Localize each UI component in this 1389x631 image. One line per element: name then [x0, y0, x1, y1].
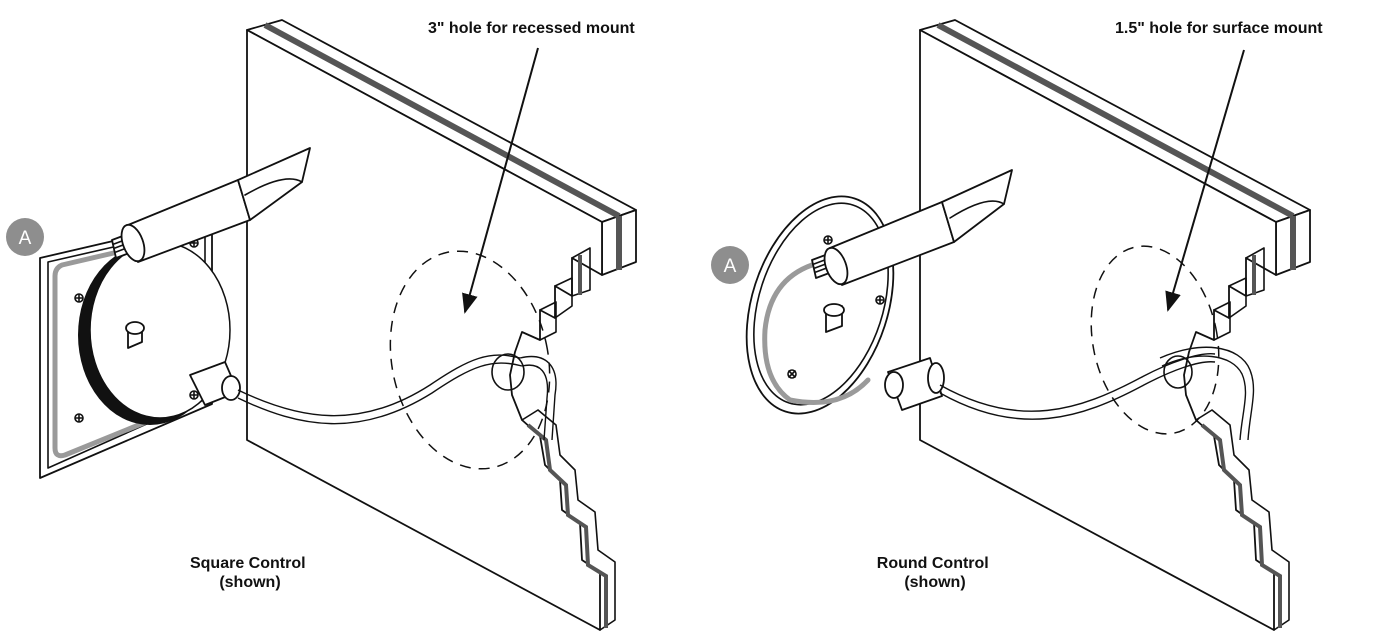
arrow-left — [462, 47, 539, 314]
badge-a-right: A — [711, 246, 749, 284]
wall-block-right — [919, 19, 1311, 631]
right-panel: 1.5" hole for surface mount A Round Cont… — [711, 19, 1323, 631]
hole-label-right: 1.5" hole for surface mount — [1115, 20, 1323, 37]
sensor-probe-right — [823, 169, 1013, 286]
sensor-probe-left — [120, 147, 311, 263]
surface-hole-outline — [1090, 245, 1220, 435]
hole-label-left: 3" hole for recessed mount — [428, 20, 635, 37]
cable-left — [237, 354, 557, 441]
wall-block-left — [246, 19, 637, 631]
caption-right: Round Control (shown) — [877, 555, 993, 591]
svg-text:A: A — [19, 228, 32, 249]
recessed-hole-outline — [389, 250, 551, 470]
caption-left: Square Control (shown) — [190, 555, 310, 591]
square-control — [39, 217, 241, 479]
cable-right — [884, 346, 1255, 441]
svg-text:A: A — [724, 256, 737, 277]
arrow-right — [1165, 49, 1245, 312]
badge-a-left: A — [6, 218, 44, 256]
left-panel: 3" hole for recessed mount A Square Cont… — [6, 19, 637, 631]
